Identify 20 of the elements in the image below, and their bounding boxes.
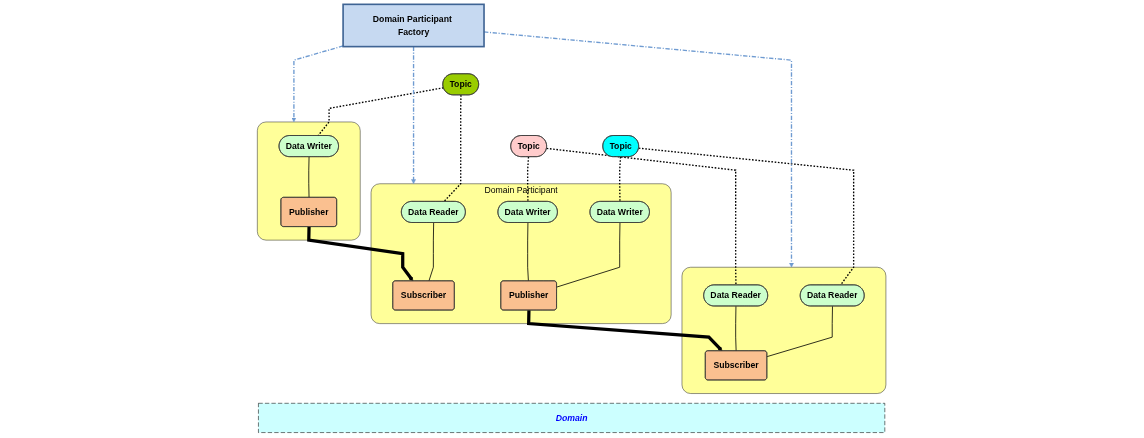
cluster: [682, 266, 887, 394]
node-box: Domain: [258, 403, 886, 433]
connector: [767, 305, 834, 357]
connector: [443, 94, 463, 203]
node-box: Domain Participant Factory: [342, 3, 486, 48]
connector: [546, 147, 737, 286]
cluster: [257, 121, 361, 241]
connector: [638, 147, 855, 286]
connector: [735, 305, 737, 352]
connector: [428, 222, 435, 282]
arrow: [411, 45, 417, 184]
connector: [619, 156, 622, 203]
connector: [317, 87, 445, 137]
arrow: [291, 45, 345, 123]
arrow: [307, 226, 414, 282]
connector: [527, 222, 530, 282]
connector: [308, 156, 310, 198]
arrow: [527, 310, 723, 352]
connector: [527, 156, 530, 203]
connector: [556, 222, 621, 288]
